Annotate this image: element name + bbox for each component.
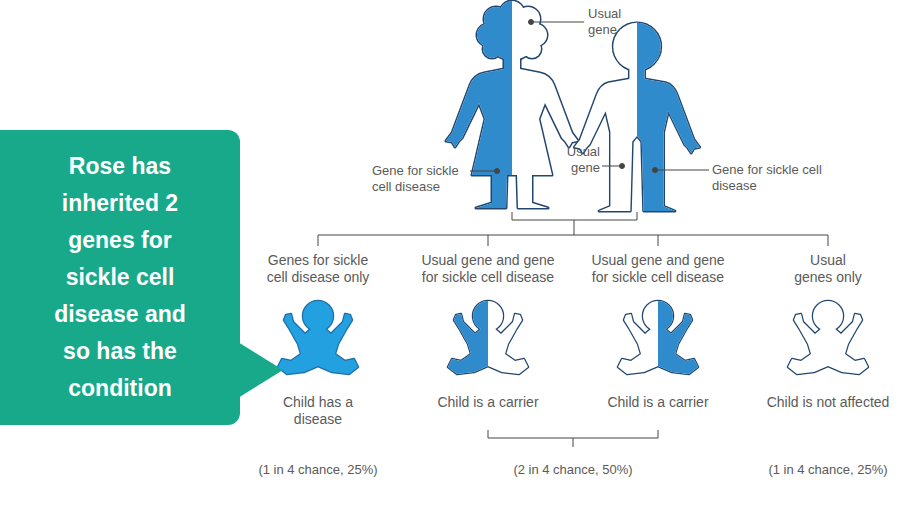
probability-label: (1 in 4 chance, 25%) [233,462,403,478]
gene-label: Gene for sickle cell disease [712,162,824,194]
child-figure [448,301,528,374]
child-figure [618,301,698,374]
genotype-label: Usual genes only [791,252,866,286]
figure-outline [278,301,358,374]
carrier-bracket [488,430,658,438]
probability-label: (2 in 4 chance, 50%) [488,462,658,478]
leader-dot [495,169,500,174]
outcome-label: Child has a disease [273,394,363,428]
figure-outline [574,23,699,211]
outcome-label: Child is not affected [761,394,896,411]
leader-dot [653,168,658,173]
outcome-label: Child is a carrier [596,394,721,411]
tree-stem [574,220,575,235]
figure-fill [446,1,578,208]
parent-figure [446,1,578,208]
parent-figure [574,23,699,211]
leader-dot [620,164,625,169]
gene-half [448,301,488,374]
tree-drop [658,235,659,246]
bracket-tick [573,438,574,447]
callout-text: Rose has inherited 2 genes for sickle ce… [44,148,196,407]
tree-drop [318,235,319,246]
figure-outline [788,301,868,374]
leader-line [655,170,709,171]
genotype-label: Genes for sickle cell disease only [261,252,376,286]
parents-bracket [512,212,637,220]
tree-drop [828,235,829,246]
genotype-label: Usual gene and gene for sickle cell dise… [586,252,731,286]
inheritance-tree [318,212,828,447]
gene-half [637,23,700,211]
gene-label: Gene for sickle cell disease [372,163,474,195]
gene-half [658,301,698,374]
leader-line [531,22,584,23]
child-figure [788,301,868,374]
figure-fill [574,23,699,211]
gene-label: Usual gene [588,6,630,38]
figure-fill [788,301,868,374]
genotype-label: Usual gene and gene for sickle cell dise… [416,252,561,286]
probability-label: (1 in 4 chance, 25%) [743,462,913,478]
tree-drop [488,235,489,246]
figure-outline [618,301,698,374]
callout-box: Rose has inherited 2 genes for sickle ce… [0,130,240,425]
figure-outline [446,1,578,208]
figure-fill [618,301,698,374]
leader-dot [529,20,534,25]
child-figure [278,301,358,374]
leader-line [470,171,497,172]
callout-pointer [238,342,283,398]
figure-outline [448,301,528,374]
gene-label: Usual gene [552,144,600,176]
tree-bar [318,235,828,236]
figure-fill [448,301,528,374]
gene-fill [278,301,358,374]
outcome-label: Child is a carrier [426,394,551,411]
